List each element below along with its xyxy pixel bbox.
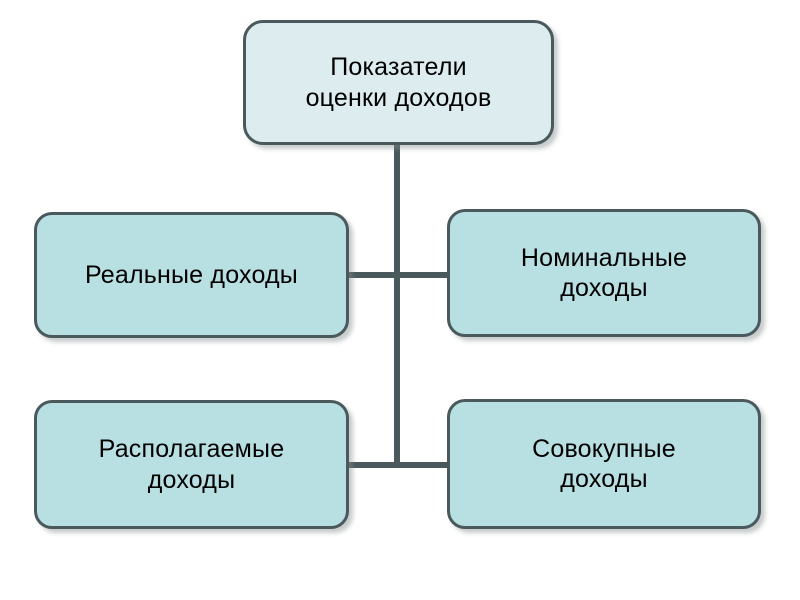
node-realnye-dohody[interactable]: Реальные доходы [34, 212, 349, 338]
node-sovokupnye-dohody[interactable]: Совокупные доходы [447, 399, 761, 529]
node-nominalnye-dohody[interactable]: Номинальные доходы [447, 209, 761, 337]
connector-branch-bottom-row [345, 462, 450, 468]
node-pokazateli-ocenki-dohodov[interactable]: Показатели оценки доходов [243, 20, 554, 145]
node-raspolagaemye-dohody[interactable]: Располагаемые доходы [34, 400, 349, 529]
connector-trunk-vertical [394, 143, 400, 468]
connector-branch-middle-row [345, 272, 450, 278]
